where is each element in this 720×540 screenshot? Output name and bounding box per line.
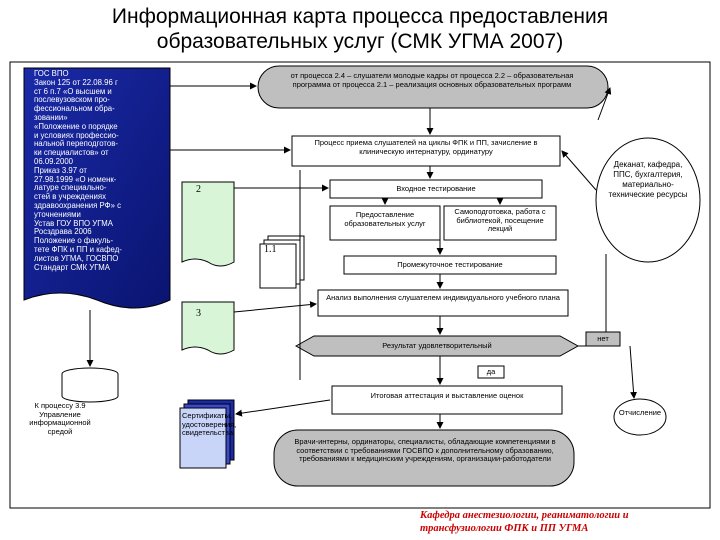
document-1-1	[259, 243, 297, 289]
document-2	[181, 181, 235, 267]
outputs-text: Врачи-интерны, ординаторы, специалисты, …	[294, 437, 556, 464]
entry-test-text: Входное тестирование	[396, 184, 476, 193]
midterm-box	[343, 255, 557, 275]
regulation-line: латуре специально-	[34, 183, 107, 193]
regulation-line: ки специалистов» от	[34, 148, 109, 158]
connector-doc3-analysis	[233, 301, 317, 313]
regulation-line: стей в учреждениях	[34, 192, 106, 202]
report-ellipse	[613, 398, 667, 436]
final-text: Итоговая аттестация и выставление оценок	[370, 391, 524, 400]
regulation-line: Положение о факуль-	[34, 236, 114, 246]
database-body	[61, 374, 119, 403]
final-box	[331, 385, 563, 415]
regulation-line: «Положение о порядке	[34, 121, 118, 131]
regulation-line: ст 6 п.7 «О высшем и	[34, 86, 112, 96]
footer-caption: Кафедра анестезиологии, реаниматологии и…	[420, 510, 629, 534]
no-label: нет	[597, 334, 609, 343]
entry-test-box	[329, 179, 543, 199]
connector-resources-1	[561, 150, 597, 191]
admission-text: Процесс приема слушателей на циклы ФПК и…	[314, 138, 538, 156]
analysis-text: Анализ выполнения слушателем индивидуаль…	[326, 293, 560, 302]
regulation-line: уточнениями	[34, 209, 81, 219]
regulation-line: Приказ 3.97 от	[34, 165, 87, 175]
lectures-box	[329, 205, 441, 241]
admission-box	[291, 135, 561, 167]
regulation-line: ГОС ВПО	[34, 69, 69, 78]
title-line-1: Информационная карта процесса предоставл…	[111, 5, 609, 28]
regulation-line: Стандарт СМК УГМА	[34, 262, 110, 272]
database-text: К процессу 3.9 Управление информационной…	[29, 401, 91, 436]
connector-resources-2	[597, 87, 612, 121]
page-title: Информационная карта процесса предоставл…	[0, 4, 720, 54]
analysis-box	[317, 289, 569, 317]
connector-no-report	[629, 345, 638, 399]
results-text: Результат удовлетворительный	[382, 341, 492, 350]
regulation-line: и условиях профессио-	[34, 130, 119, 140]
yes-label-box	[477, 365, 505, 379]
selfstudy-box	[443, 205, 557, 241]
outputs-box	[273, 429, 575, 487]
connector-final-certificates	[235, 399, 331, 417]
regulation-line: Закон 125 от 22.08.96 г	[34, 77, 118, 87]
regulation-line: листов УГМА, ГОСВПО	[34, 253, 119, 263]
document-3	[181, 301, 235, 355]
inputs-text: от процесса 2.4 – слушатели молодые кадр…	[290, 71, 574, 89]
regulation-line: 27.98.1999 «О номенк-	[34, 174, 117, 184]
certificates-front	[179, 407, 227, 469]
no-label-box	[585, 331, 621, 347]
diagram-frame	[9, 61, 711, 509]
selfstudy-text: Самоподготовка, работа с библиотекой, по…	[454, 207, 546, 234]
regulation-line: фессиональном обра-	[34, 104, 115, 114]
title-line-2: образовательных услуг (СМК УГМА 2007)	[156, 30, 564, 53]
yes-label: да	[486, 367, 496, 376]
midterm-text: Промежуточное тестирование	[397, 260, 503, 269]
regulation-line: здравоохранения РФ» с	[34, 200, 121, 210]
lectures-text: Предоставление образовательных услуг	[344, 210, 426, 228]
regulation-line: Устав ГОУ ВПО УГМА	[34, 218, 113, 228]
resources-ellipse	[595, 137, 701, 263]
regulation-line: Росздрава 2006	[34, 227, 92, 237]
report-text: Отчисление	[618, 408, 662, 417]
doc-number-3: 3	[196, 308, 201, 319]
regulation-line: зовании»	[34, 112, 68, 122]
regulation-line: нальной переподготов-	[34, 139, 118, 149]
regulation-line: тете ФПК и ПП и кафед-	[34, 244, 122, 254]
inputs-box	[257, 65, 609, 109]
doc-number-2: 2	[196, 184, 201, 195]
regulation-line: послевузовском про-	[34, 95, 110, 105]
regulation-line: 06.09.2000	[34, 156, 74, 166]
certificates-text: Сертификаты, удостоверения, свидетельств…	[182, 411, 237, 438]
regulations-document	[23, 67, 171, 309]
doc-number-1-1: 1.1	[264, 244, 277, 255]
resources-text: Деканат, кафедра, ППС, бухгалтерия, мате…	[608, 160, 688, 199]
